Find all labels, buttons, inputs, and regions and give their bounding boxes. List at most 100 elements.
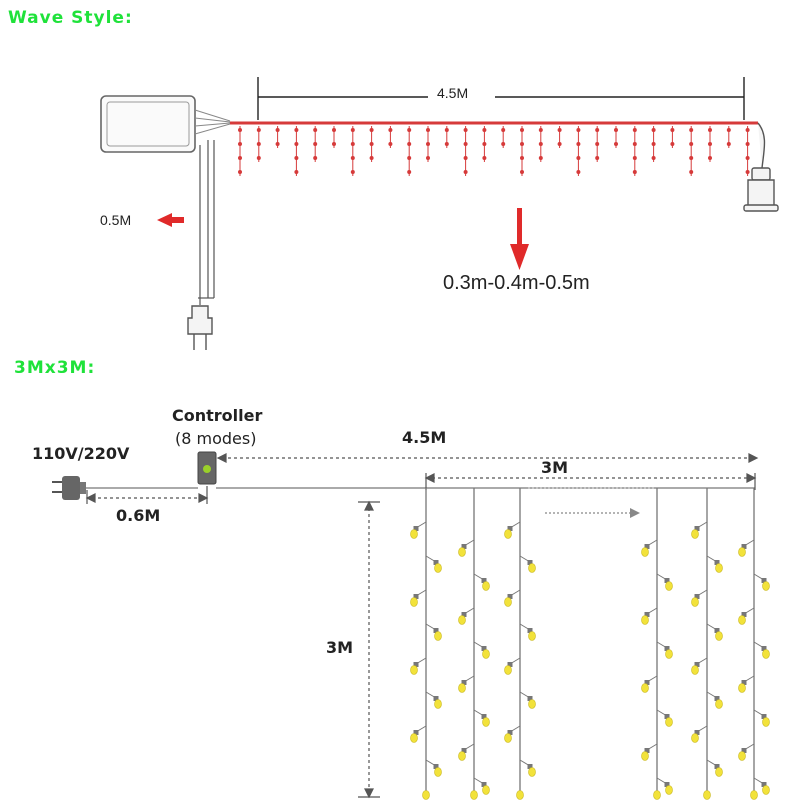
bulb-socket — [461, 748, 467, 753]
wave-bulb — [520, 142, 524, 146]
yellow-bulb — [482, 717, 490, 727]
yellow-bulb — [422, 790, 430, 800]
wave-bulb — [708, 156, 712, 160]
bulb-socket — [741, 544, 747, 549]
bulb-socket — [507, 526, 513, 531]
wave-bulb — [275, 128, 280, 132]
wave-bulb — [350, 128, 355, 132]
wave-controller-wires — [194, 109, 231, 135]
wave-bulb — [332, 142, 336, 146]
wave-bulb — [388, 128, 393, 132]
bulb-socket — [714, 764, 720, 769]
wave-bulb — [614, 142, 618, 146]
wave-bulb — [407, 156, 412, 160]
yellow-bulb — [504, 597, 512, 607]
yellow-bulb — [434, 767, 442, 777]
bulb-socket — [507, 662, 513, 667]
yellow-bulb — [434, 563, 442, 573]
wave-style-title: Wave Style: — [8, 8, 133, 28]
wave-bulb — [651, 156, 656, 160]
wave-bulb — [557, 142, 562, 146]
wave-bulb — [313, 142, 318, 146]
yellow-bulb — [715, 631, 723, 641]
yellow-bulb — [665, 649, 673, 659]
yellow-bulb — [458, 615, 466, 625]
wave-bulb — [332, 128, 336, 132]
wave-bulb — [256, 128, 261, 132]
yellow-bulb — [641, 751, 649, 761]
wave-bulb — [595, 142, 600, 146]
bulb-socket — [664, 782, 670, 787]
wave-bulb — [407, 170, 412, 174]
wave-end-connector — [743, 122, 779, 212]
curtain-width-label: 3M — [541, 458, 569, 477]
wave-bulb — [538, 128, 543, 132]
yellow-bulb — [691, 597, 699, 607]
wave-bulb — [444, 128, 449, 132]
yellow-bulb — [691, 529, 699, 539]
yellow-bulb — [410, 733, 418, 743]
bulb-socket — [413, 662, 419, 667]
wave-bulb — [632, 128, 637, 132]
wave-drop-label: 0.3m-0.4m-0.5m — [443, 272, 590, 294]
yellow-bulb — [703, 790, 711, 800]
yellow-bulb — [482, 581, 490, 591]
bulb-socket — [741, 612, 747, 617]
bulb-socket — [761, 578, 767, 583]
yellow-bulb — [641, 547, 649, 557]
wave-plug-icon — [187, 305, 213, 350]
wave-bulb — [745, 156, 750, 160]
yellow-bulb — [653, 790, 661, 800]
voltage-label: 110V/220V — [32, 444, 130, 463]
yellow-bulb — [516, 790, 524, 800]
bulb-socket — [413, 594, 419, 599]
wave-bulb — [482, 128, 487, 132]
wave-bulb — [482, 142, 487, 146]
bulb-socket — [714, 628, 720, 633]
yellow-bulb — [738, 615, 746, 625]
yellow-bulb — [528, 563, 536, 573]
yellow-bulb — [410, 529, 418, 539]
yellow-bulb — [504, 529, 512, 539]
continuation-arrow-icon — [528, 487, 656, 518]
wave-bulb — [238, 170, 242, 174]
wave-length-label: 4.5M — [437, 85, 469, 101]
yellow-bulb — [762, 717, 770, 727]
yellow-bulb — [528, 699, 536, 709]
wave-bulb — [520, 128, 524, 132]
wave-bulb — [350, 156, 355, 160]
wave-bulb — [632, 142, 637, 146]
bulb-socket — [644, 680, 650, 685]
yellow-bulb — [641, 683, 649, 693]
yellow-bulb — [738, 751, 746, 761]
bulb-socket — [714, 696, 720, 701]
wave-bulb — [369, 142, 374, 146]
wave-length-dimension — [257, 77, 745, 120]
yellow-bulb — [458, 751, 466, 761]
lead-length-label: 0.6M — [116, 506, 161, 525]
wave-bulb — [595, 128, 600, 132]
bulb-socket — [481, 714, 487, 719]
wave-bulb — [294, 142, 299, 146]
yellow-bulb — [665, 581, 673, 591]
bulb-socket — [741, 680, 747, 685]
bulb-socket — [433, 764, 439, 769]
bulb-socket — [413, 730, 419, 735]
height-label: 3M — [326, 638, 354, 657]
yellow-bulb — [410, 665, 418, 675]
wave-bulb — [369, 128, 374, 132]
bulb-socket — [481, 782, 487, 787]
wave-bulb — [689, 128, 694, 132]
bulb-socket — [481, 578, 487, 583]
yellow-bulb — [715, 767, 723, 777]
wave-bulb — [256, 156, 261, 160]
bulb-socket — [413, 526, 419, 531]
bulb-socket — [761, 646, 767, 651]
bulb-socket — [527, 764, 533, 769]
bulb-socket — [527, 560, 533, 565]
wave-bulb — [689, 170, 694, 174]
yellow-bulb — [504, 665, 512, 675]
bulb-socket — [694, 594, 700, 599]
bulb-socket — [433, 696, 439, 701]
wave-bulb — [501, 142, 506, 146]
